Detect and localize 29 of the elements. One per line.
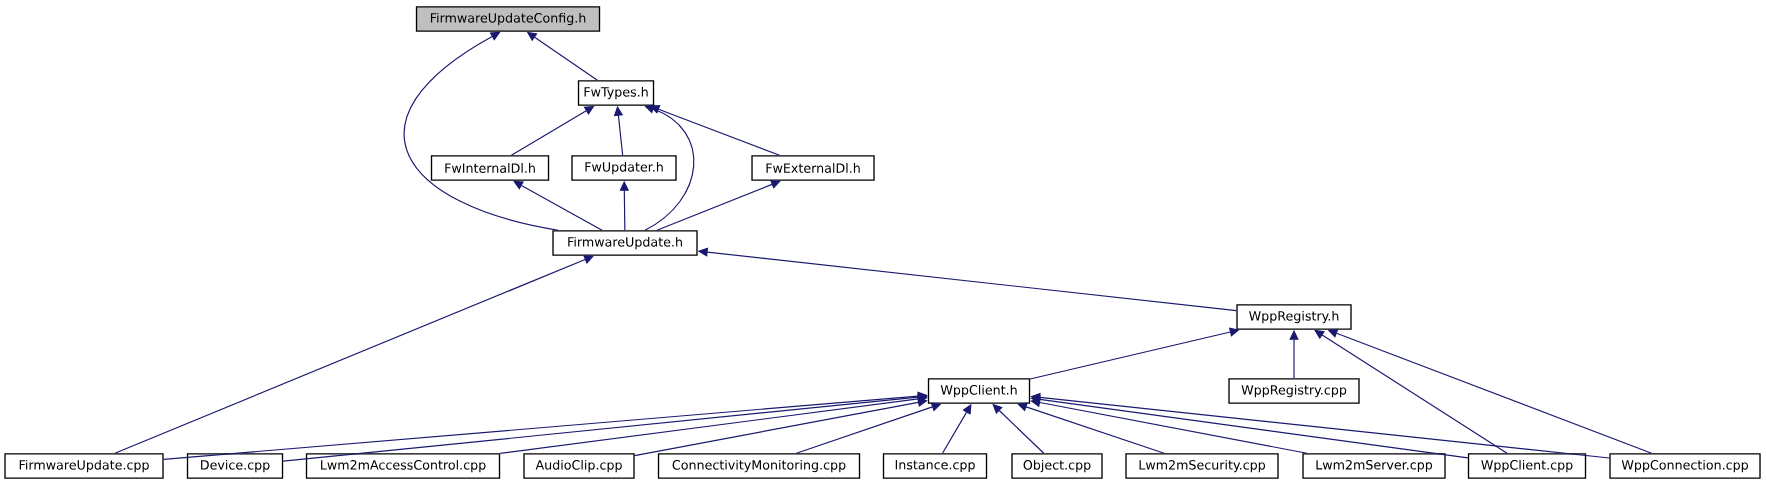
arrow [1030,394,1469,459]
arrow [403,31,559,231]
file-box: Instance.cpp [882,453,988,479]
arrow [634,397,928,457]
arrow [1314,329,1508,454]
arrow [163,391,928,460]
arrow [644,104,695,231]
arrow [513,180,603,231]
file-box: WppClient.h [927,378,1031,404]
file-box: WppClient.cpp [1467,453,1587,479]
file-box: FwExternalDl.h [751,155,875,181]
file-box: FirmwareUpdate.cpp [4,453,164,479]
file-box: Lwm2mAccessControl.cpp [305,453,501,479]
file-box: Device.cpp [186,453,284,479]
arrow [282,392,928,462]
file-box: FirmwareUpdate.h [552,230,698,256]
file-box: FwUpdater.h [571,155,677,181]
file-box: FwInternalDl.h [430,155,550,181]
file-box: FwTypes.h [577,80,655,106]
file-box: Lwm2mSecurity.cpp [1125,453,1279,479]
file-box: AudioClip.cpp [523,453,635,479]
file-box: ConnectivityMonitoring.cpp [657,453,861,479]
file-box: FirmwareUpdateConfig.h [415,6,601,32]
file-box: WppRegistry.h [1236,304,1352,330]
file-box: Lwm2mServer.cpp [1302,453,1446,479]
arrow [499,394,928,454]
file-box: Object.cpp [1011,453,1103,479]
file-box: WppConnection.cpp [1609,453,1761,479]
file-box: WppRegistry.cpp [1228,378,1360,404]
